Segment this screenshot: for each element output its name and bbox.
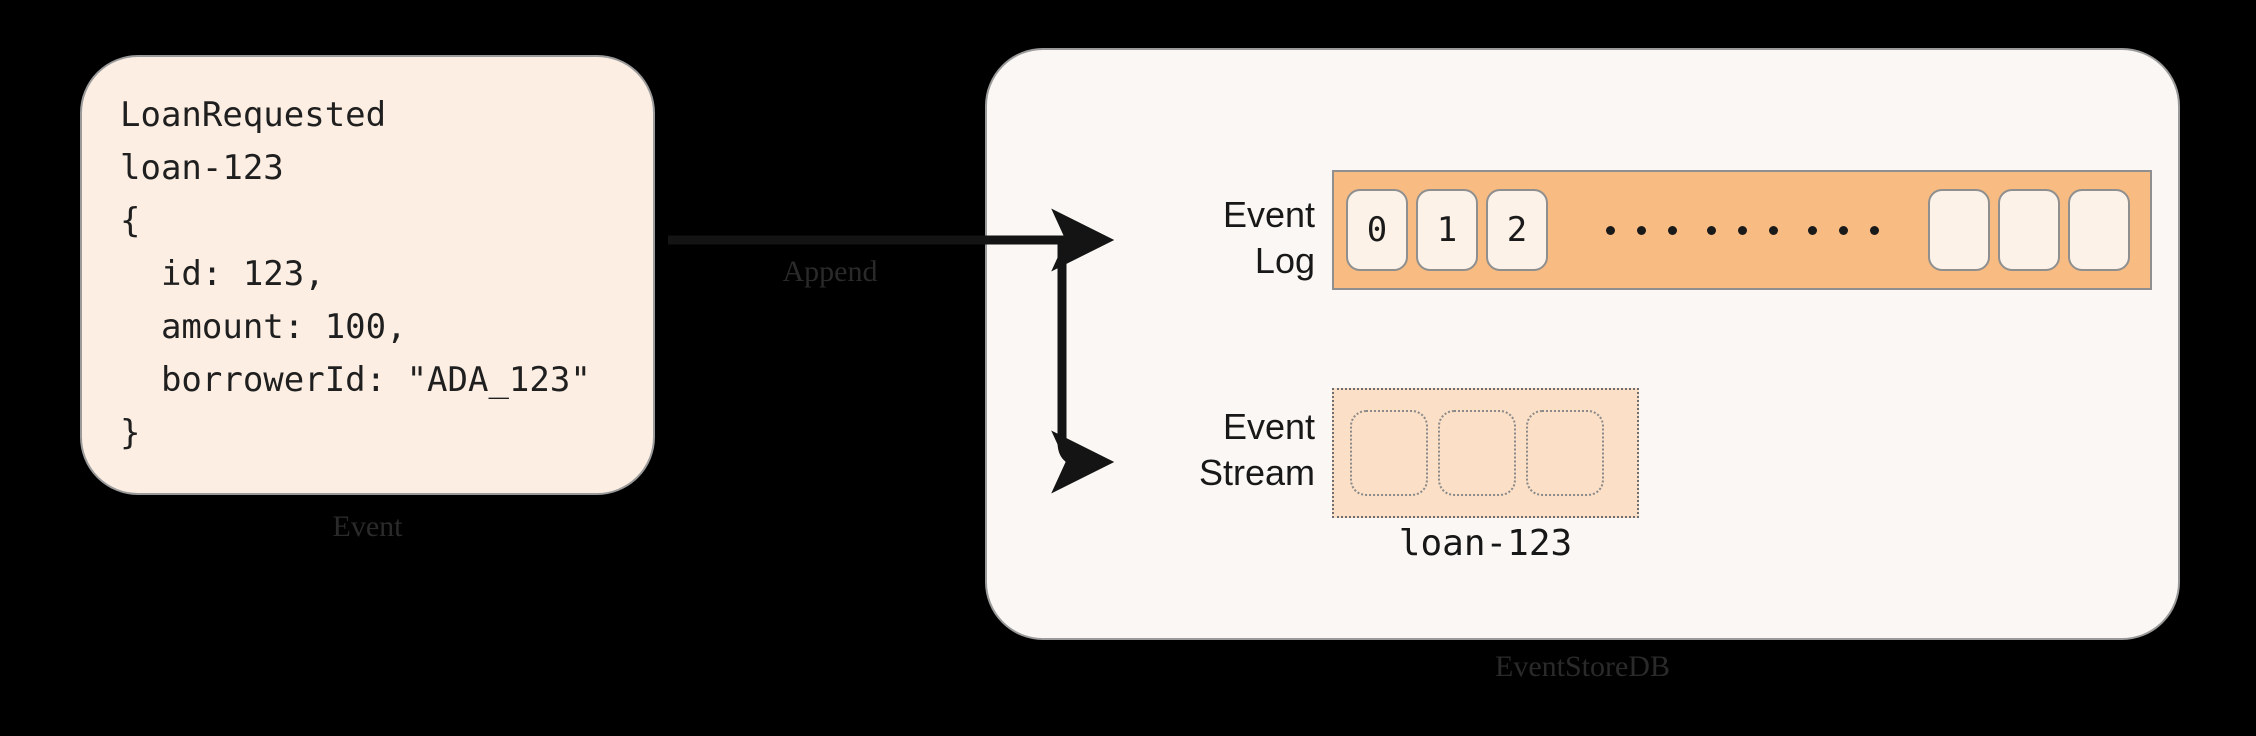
ellipsis-dot: [1737, 225, 1747, 235]
event-stream-group: [1332, 388, 1639, 518]
event-stream-cell[interactable]: [1526, 410, 1604, 496]
ellipsis-dot: [1838, 225, 1848, 235]
ellipsis-dot: [1636, 225, 1646, 235]
ellipsis-dot-group: [1807, 225, 1879, 235]
event-log-empty-cell[interactable]: [1928, 189, 1990, 271]
eventstoredb-card: [985, 48, 2180, 640]
event-log-empty-cell[interactable]: [2068, 189, 2130, 271]
ellipsis-dot: [1869, 225, 1879, 235]
event-log-label: Event Log: [1222, 194, 1315, 281]
event-stream-name: loan-123: [1398, 523, 1573, 564]
eventstoredb-caption: EventStoreDB: [1495, 650, 1670, 683]
ellipsis-dot: [1706, 225, 1716, 235]
event-card-caption: Event: [332, 510, 403, 543]
event-payload-code: LoanRequested loan-123 { id: 123, amount…: [120, 95, 591, 453]
append-arrow-label: Append: [782, 255, 878, 288]
ellipsis-dot: [1605, 225, 1615, 235]
event-stream-cell[interactable]: [1438, 410, 1516, 496]
event-log-cell[interactable]: 0: [1346, 189, 1408, 271]
event-card: LoanRequested loan-123 { id: 123, amount…: [80, 55, 655, 495]
event-log-cell[interactable]: 2: [1486, 189, 1548, 271]
ellipsis-dot: [1667, 225, 1677, 235]
ellipsis-dot-group: [1706, 225, 1778, 235]
event-log-empty-cell[interactable]: [1998, 189, 2060, 271]
ellipsis-dot: [1807, 225, 1817, 235]
event-log-cell[interactable]: 1: [1416, 189, 1478, 271]
ellipsis-dot: [1768, 225, 1778, 235]
event-stream-cell[interactable]: [1350, 410, 1428, 496]
event-log-strip: 0 1 2: [1332, 170, 2152, 290]
ellipsis-dot-group: [1605, 225, 1677, 235]
event-log-ellipsis: [1556, 225, 1928, 235]
event-stream-label: Event Stream: [1198, 406, 1315, 493]
